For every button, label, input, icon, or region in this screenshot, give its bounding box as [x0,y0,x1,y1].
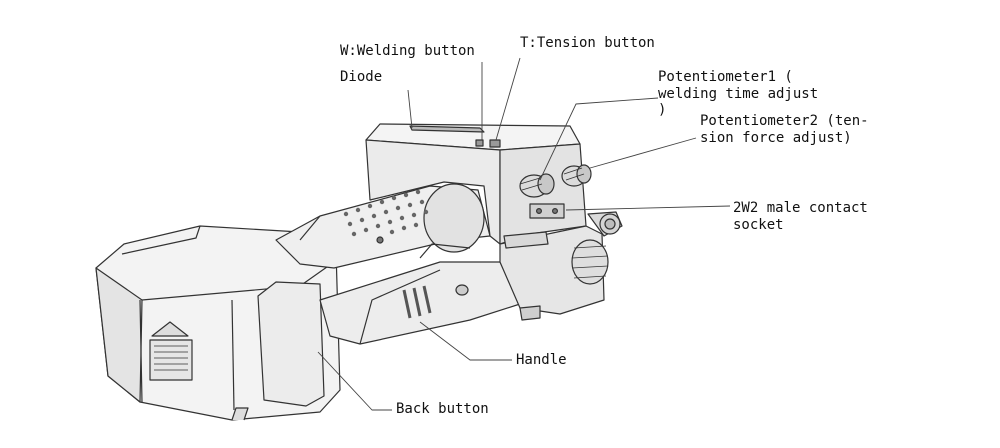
leader-potentiometer2 [589,137,697,169]
leader-tension [495,57,521,141]
leader-handle [419,321,512,361]
label-handle: Handle [516,352,567,368]
label-socket-line2: socket [733,217,784,233]
leader-back-button [317,351,392,411]
label-back-button: Back button [396,401,489,417]
label-potentiometer1-line3: ) [658,102,667,118]
leader-potentiometer1 [539,97,659,181]
battery-pack [95,225,341,421]
label-potentiometer1-line2: welding time adjust [658,86,819,102]
ventilation-holes [343,189,429,237]
handle-body [319,243,521,345]
potentiometer-knobs [519,164,592,198]
label-potentiometer2-line2: sion force adjust) [700,130,852,146]
label-potentiometer2-line1: Potentiometer2 (ten- [700,113,869,129]
socket-block [529,203,565,219]
motor-tube [275,183,491,269]
front-mechanism [499,211,623,321]
label-welding-button: W:Welding button [340,43,475,59]
leader-diode [407,89,413,129]
label-socket-line1: 2W2 male contact [733,200,868,216]
control-head [365,123,587,245]
leader-socket [565,205,731,211]
label-potentiometer1-line1: Potentiometer1 ( [658,69,793,85]
label-tension-button: T:Tension button [520,35,655,51]
label-diode: Diode [340,69,383,85]
leader-lines [317,57,731,411]
